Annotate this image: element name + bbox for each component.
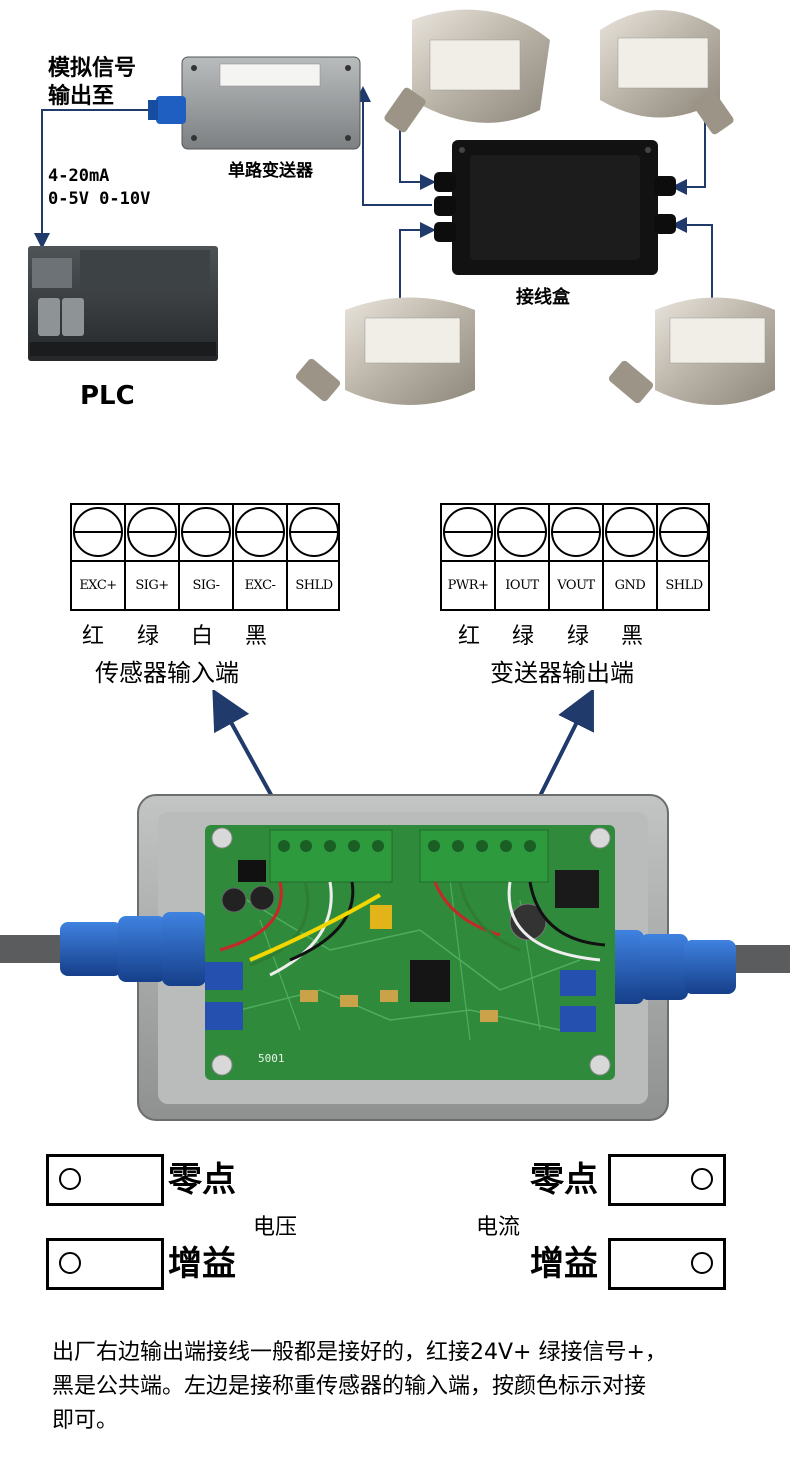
left-zero-potentiometer bbox=[46, 1154, 164, 1206]
right-gain-potentiometer bbox=[608, 1238, 726, 1290]
wire-color-red: 红 bbox=[82, 624, 105, 649]
pcb-graphics bbox=[0, 690, 790, 1121]
out-wire-color-red: 红 bbox=[458, 624, 481, 649]
voltage-mode-label: 电压 bbox=[253, 1215, 298, 1240]
pcb-terminal-input bbox=[269, 829, 393, 883]
current-mode-label: 电流 bbox=[476, 1215, 521, 1240]
transmitter-box bbox=[148, 56, 361, 150]
potentiometer-dot-icon bbox=[691, 1252, 713, 1274]
load-cell-bottom-left bbox=[295, 297, 475, 405]
wire-color-white: 白 bbox=[191, 624, 214, 649]
sensor-input-caption: 传感器输入端 bbox=[95, 659, 239, 687]
terminal-vout: VOUT bbox=[557, 577, 595, 593]
transmitter-label: 单路变送器 bbox=[228, 161, 313, 181]
junction-box-label: 接线盒 bbox=[516, 287, 570, 308]
potentiometer-dot-icon bbox=[59, 1168, 81, 1190]
cable-gland-right bbox=[600, 930, 736, 1004]
signal-range-line1: 4-20mA bbox=[48, 166, 110, 186]
transmitter-terminal-block: PWR+ IOUT VOUT GND SHLD bbox=[440, 503, 710, 611]
terminal-iout: IOUT bbox=[505, 577, 539, 593]
left-zero-label: 零点 bbox=[168, 1160, 236, 1200]
load-cell-top-left bbox=[384, 9, 550, 133]
terminal-exc-minus: EXC- bbox=[244, 577, 276, 593]
cable-gland-left bbox=[60, 912, 206, 986]
sensor-terminal-block: EXC+ SIG+ SIG- EXC- SHLD bbox=[70, 503, 340, 611]
analog-output-line2: 输出至 bbox=[48, 84, 115, 109]
analog-output-label: 模拟信号 输出至 bbox=[48, 55, 136, 111]
junction-box bbox=[434, 140, 676, 275]
terminal-exc-plus: EXC+ bbox=[79, 577, 117, 593]
wiring-note-line3: 即可。 bbox=[52, 1408, 119, 1433]
out-wire-color-green-2: 绿 bbox=[567, 624, 590, 649]
wiring-note-line2: 黑是公共端。左边是接称重传感器的输入端，按颜色标示对接 bbox=[52, 1374, 647, 1399]
pcb-silk-label: 5001 bbox=[258, 1052, 285, 1065]
terminal-sig-minus: SIG- bbox=[192, 577, 220, 593]
right-zero-label: 零点 bbox=[530, 1160, 598, 1200]
load-cell-top-right bbox=[600, 10, 734, 135]
out-wire-color-black: 黑 bbox=[621, 624, 644, 649]
system-diagram: 模拟信号 输出至 4-20mA 0-5V 0-10V 单路变送器 接线盒 PLC bbox=[0, 0, 790, 430]
potentiometer-dot-icon bbox=[59, 1252, 81, 1274]
right-zero-potentiometer bbox=[608, 1154, 726, 1206]
pcb-components bbox=[205, 860, 599, 1032]
pcb-terminal-output bbox=[419, 829, 549, 883]
wiring-note: 出厂右边输出端接线一般都是接好的，红接24V+ 绿接信号+， 黑是公共端。左边是… bbox=[52, 1336, 772, 1438]
terminal-shld-out: SHLD bbox=[665, 577, 703, 593]
sensor-terminal-screws bbox=[70, 503, 340, 611]
pcb-wires bbox=[219, 881, 606, 977]
terminal-pwr-plus: PWR+ bbox=[447, 577, 489, 593]
out-wire-color-green-1: 绿 bbox=[512, 624, 535, 649]
analog-output-line1: 模拟信号 bbox=[48, 56, 137, 81]
wire-color-green: 绿 bbox=[137, 624, 160, 649]
left-gain-label: 增益 bbox=[168, 1244, 236, 1284]
load-cell-bottom-right bbox=[608, 297, 775, 405]
signal-range-label: 4-20mA 0-5V 0-10V bbox=[48, 165, 150, 211]
system-diagram-graphics bbox=[28, 9, 775, 405]
left-gain-potentiometer bbox=[46, 1238, 164, 1290]
plc-device bbox=[28, 246, 218, 361]
signal-range-line2: 0-5V 0-10V bbox=[48, 189, 151, 209]
pcb-enclosure-photo: 5001 bbox=[0, 690, 790, 1150]
plc-label: PLC bbox=[80, 381, 135, 411]
terminal-shld: SHLD bbox=[295, 577, 333, 593]
terminal-sig-plus: SIG+ bbox=[135, 577, 169, 593]
right-gain-label: 增益 bbox=[530, 1244, 598, 1284]
wire-color-black: 黑 bbox=[245, 624, 268, 649]
transmitter-terminal-screws bbox=[440, 503, 710, 611]
potentiometer-dot-icon bbox=[691, 1168, 713, 1190]
wiring-note-line1: 出厂右边输出端接线一般都是接好的，红接24V+ 绿接信号+， bbox=[52, 1340, 667, 1365]
transmitter-output-caption: 变送器输出端 bbox=[490, 659, 634, 687]
terminal-gnd: GND bbox=[614, 577, 646, 593]
